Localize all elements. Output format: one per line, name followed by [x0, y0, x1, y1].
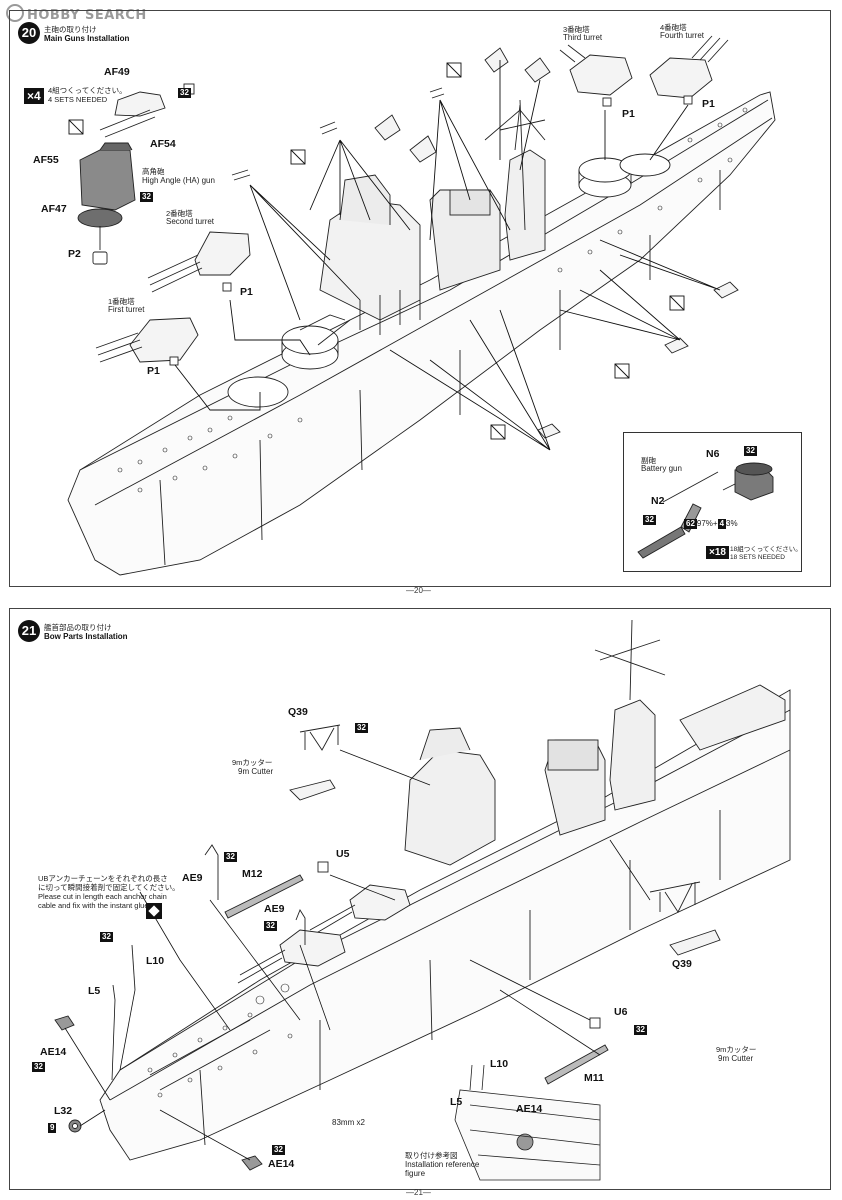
- label-p1-fourth: P1: [702, 98, 715, 110]
- battery-sets-jp: 18組つくってください。: [730, 546, 802, 553]
- label-n2: N2: [651, 495, 665, 507]
- label-q39-right: Q39: [672, 958, 692, 970]
- label-u5: U5: [336, 848, 350, 860]
- sprue-32-ae9b: 32: [264, 921, 277, 931]
- paint-color-b: 4: [717, 519, 727, 529]
- cutter-jp-right: 9mカッター: [716, 1045, 757, 1054]
- chain-note-en-1: Please cut in length each anchor chain: [38, 892, 167, 901]
- sprue-32-ha: 32: [140, 192, 153, 202]
- sprue-32-ae9: 32: [224, 852, 237, 862]
- watermark: HOBBY SEARCH: [6, 4, 147, 23]
- label-p1-first: P1: [147, 365, 160, 377]
- step21-ship-drawing: [54, 619, 791, 1181]
- step-20-number: 20: [18, 22, 40, 44]
- step-20-title-jp: 主砲の取り付け: [44, 25, 97, 34]
- second-turret-en: Second turret: [166, 217, 215, 226]
- second-turret-jp: 2番砲塔: [166, 209, 193, 218]
- label-ae9-left: AE9: [182, 872, 203, 884]
- instant-glue-icon: [146, 903, 162, 919]
- battery-gun-jp: 副砲: [641, 456, 656, 465]
- chain-note-jp-2: に切って瞬間接着剤で固定してください。: [38, 883, 180, 892]
- label-l5-ref: L5: [450, 1096, 463, 1108]
- page-number-21: —21—: [406, 1188, 431, 1197]
- cutter-en-top: 9m Cutter: [238, 767, 274, 776]
- cutter-jp-top: 9mカッター: [232, 758, 273, 767]
- fourth-turret-jp: 4番砲塔: [660, 23, 687, 32]
- paint-l32: 9: [48, 1123, 57, 1133]
- first-turret-en: First turret: [108, 305, 145, 314]
- battery-gun-en: Battery gun: [641, 464, 682, 473]
- label-l10-left: L10: [146, 955, 165, 967]
- length-83mm: 83mm x2: [332, 1118, 365, 1127]
- label-ae9-right: AE9: [264, 903, 285, 915]
- sprue-32-n2: 32: [643, 515, 656, 525]
- reference-figure-en-2: figure: [405, 1169, 426, 1178]
- label-af55: AF55: [33, 154, 59, 166]
- sets-needed-jp: 4組つくってください。: [48, 86, 127, 95]
- label-p1-third: P1: [622, 108, 635, 120]
- page-number-20: —20—: [406, 586, 431, 595]
- sprue-32-ae14-bottom: 32: [272, 1145, 285, 1155]
- chain-note-en-2: cable and fix with the instant glue.: [38, 901, 151, 910]
- label-p1-second: P1: [240, 286, 253, 298]
- third-turret-jp: 3番砲塔: [563, 25, 590, 34]
- label-p2: P2: [68, 248, 81, 260]
- chain-note-jp-1: UBアンカーチェーンをそれぞれの長さ: [38, 874, 168, 883]
- label-af47: AF47: [41, 203, 67, 215]
- watermark-logo-icon: [6, 4, 24, 22]
- sets-needed-badge: ×4: [24, 88, 44, 104]
- label-l32: L32: [54, 1105, 73, 1117]
- sprue-32-af49: 32: [178, 88, 191, 98]
- sprue-32-ae14: 32: [32, 1062, 45, 1072]
- label-u6: U6: [614, 1006, 628, 1018]
- sprue-32-l10: 32: [100, 932, 113, 942]
- battery-sets-badge: ×18: [706, 546, 729, 559]
- label-ae14-ref: AE14: [516, 1103, 543, 1115]
- label-l5-left: L5: [88, 985, 101, 997]
- label-af49: AF49: [104, 66, 130, 78]
- label-n6: N6: [706, 448, 720, 460]
- sprue-32-q39-right: 32: [634, 1025, 647, 1035]
- battery-gun-drawing: [637, 462, 774, 559]
- reference-figure-jp: 取り付け参考図: [405, 1151, 458, 1160]
- label-ae14-left: AE14: [40, 1046, 67, 1058]
- sprue-32-n6: 32: [744, 446, 757, 456]
- third-turret-en: Third turret: [563, 33, 603, 42]
- step-21-title-en: Bow Parts Installation: [44, 632, 128, 641]
- label-af54: AF54: [150, 138, 176, 150]
- paint-color-a: 62: [684, 519, 697, 529]
- step-21-number: 21: [18, 620, 40, 642]
- sprue-32-q39-top: 32: [355, 723, 368, 733]
- ha-gun-en: High Angle (HA) gun: [142, 176, 215, 185]
- step-20-title-en: Main Guns Installation: [44, 34, 130, 43]
- label-q39-top: Q39: [288, 706, 308, 718]
- label-ae14-bottom: AE14: [268, 1158, 295, 1170]
- battery-sets-en: 18 SETS NEEDED: [730, 554, 785, 561]
- first-turret-jp: 1番砲塔: [108, 297, 135, 306]
- step-21-title-jp: 艦首部品の取り付け: [44, 623, 112, 632]
- fourth-turret-en: Fourth turret: [660, 31, 705, 40]
- ha-gun-jp: 高角砲: [142, 167, 165, 176]
- label-l10-ref: L10: [490, 1058, 509, 1070]
- page-21-frame: [9, 608, 831, 1190]
- step20-ship-drawing: [67, 35, 776, 576]
- cutter-en-right: 9m Cutter: [718, 1054, 754, 1063]
- page-20-frame: [9, 10, 831, 587]
- reference-figure-en-1: Installation reference: [405, 1160, 480, 1169]
- label-m12: M12: [242, 868, 263, 880]
- sets-needed-en: 4 SETS NEEDED: [48, 95, 108, 104]
- label-m11: M11: [584, 1072, 604, 1084]
